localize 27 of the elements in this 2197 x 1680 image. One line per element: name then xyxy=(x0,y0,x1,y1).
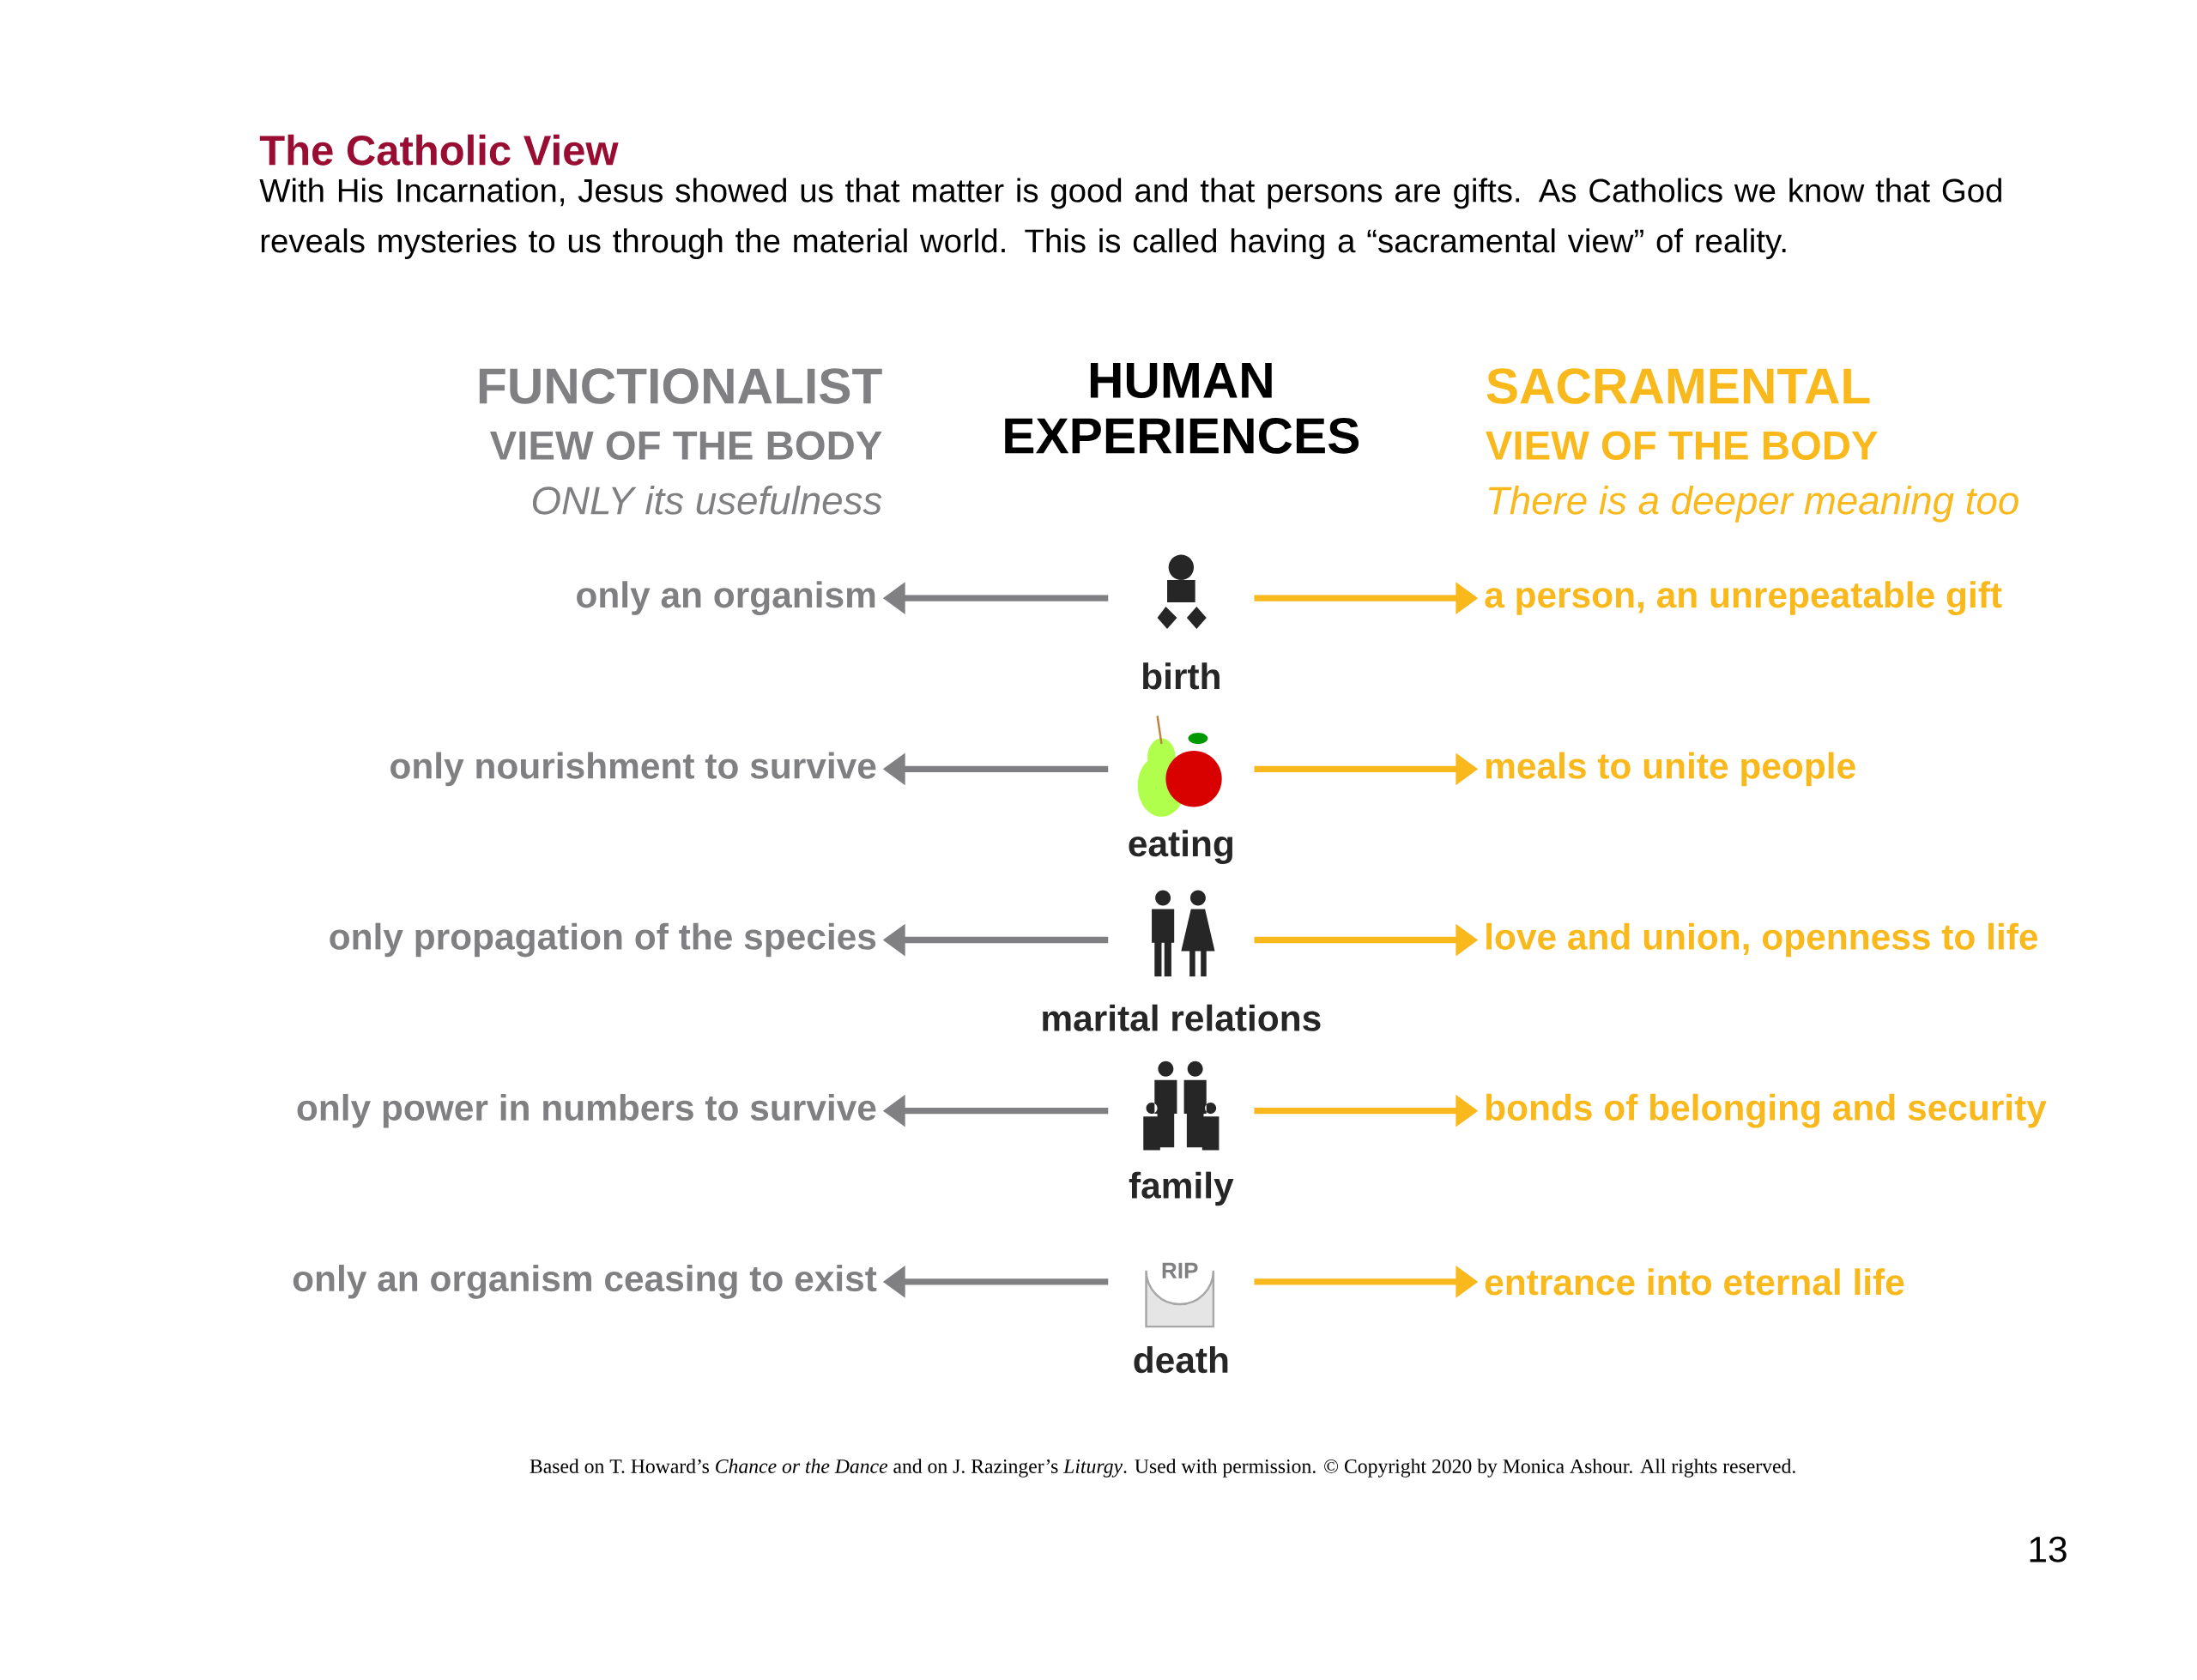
view-text: meals to unite people xyxy=(1486,752,1855,787)
column-note: There is a deeper meaning too xyxy=(1488,486,2018,523)
experience-label: marital relations xyxy=(1043,1004,1321,1032)
title: The Catholic View xyxy=(259,134,619,166)
view-text: only nourishment to survive xyxy=(390,752,876,787)
view-text: only an organism ceasing to exist xyxy=(293,1265,877,1299)
view-text: a person, an unrepeatable gift xyxy=(1485,581,2002,616)
view-text: only power in numbers to survive xyxy=(297,1094,876,1128)
view-text: entrance into eternal life xyxy=(1485,1268,1904,1296)
view-text: bonds of belonging and security xyxy=(1486,1094,2047,1128)
caption: Based on T. Howard’s Chance or the Dance and on J. Razinger’s Liturgy. Used with permission. © Copyright 2020 by Monica Ashour. All rights reserved. xyxy=(530,1459,1795,1478)
column-heading: HUMAN EXPERIENCES xyxy=(1005,363,1359,454)
column-heading: FUNCTIONALIST xyxy=(479,368,882,404)
view-text: only propagation of the species xyxy=(330,922,876,958)
view-text: only an organism xyxy=(577,581,875,616)
column-note: ONLY its usefulness xyxy=(532,486,882,515)
tombstone-text: RIP xyxy=(1162,1263,1198,1279)
column-heading: SACRAMENTAL xyxy=(1486,368,1870,404)
experience-label: eating xyxy=(1129,830,1232,865)
experience-label: family xyxy=(1129,1171,1234,1206)
column-subheading: VIEW OF THE BODY xyxy=(490,431,882,461)
view-text: love and union, openness to life xyxy=(1486,922,2038,958)
experience-label: birth xyxy=(1143,662,1220,690)
intro-paragraph: With His Incarnation, Jesus showed us that matter is good and that persons are gifts. As Catholics we know that God reveals mysteries to us through the material world. This is called having a “sacramental view” of reality. xyxy=(259,178,2001,260)
page-number: 13 xyxy=(2030,1537,2067,1563)
experience-label: death xyxy=(1134,1346,1228,1374)
column-subheading: VIEW OF THE BODY xyxy=(1486,431,1878,461)
